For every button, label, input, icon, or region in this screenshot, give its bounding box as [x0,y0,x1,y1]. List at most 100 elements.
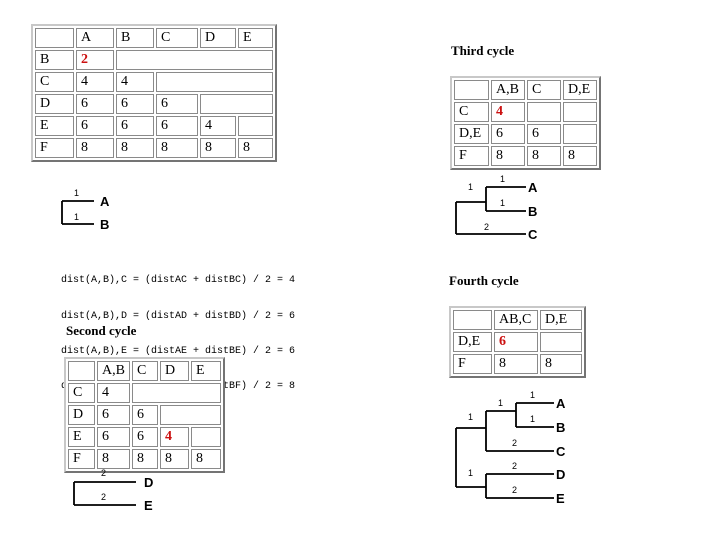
formula-line: dist(A,B),C = (distAC + distBC) / 2 = 4 [61,275,296,287]
leaf-label: A [100,194,110,209]
branch-length-label: 2 [101,468,106,478]
matrix-row: F 8 8 [453,354,582,374]
tree-branch [61,200,94,225]
matrix-col-header: D [200,28,236,48]
matrix-row-header: F [453,354,492,374]
matrix-cell: 4 [97,383,130,403]
matrix-cell: 6 [156,94,198,114]
formula-line: dist(A,B),D = (distAD + distBD) / 2 = 6 [61,310,296,322]
matrix-row: D,E 6 [453,332,582,352]
matrix-row: C 4 [68,383,221,403]
branch-length-label: 1 [74,188,79,198]
section-title-third-cycle: Third cycle [451,43,515,58]
matrix-row: E 6 6 6 4 [35,116,273,136]
matrix-cell: 8 [200,138,236,158]
matrix-row-header: E [35,116,74,136]
matrix-col-header: B [116,28,154,48]
matrix-col-header: A,B [491,80,525,100]
leaf-label: A [556,396,566,411]
tree-branch [73,481,136,506]
matrix-row-header: F [68,449,95,469]
branch-length-label: 2 [512,461,517,471]
matrix-cell: 8 [131,449,158,469]
matrix-cell: 6 [527,124,561,144]
branch-length-label: 1 [530,414,535,424]
distance-matrix-fourth-cycle: AB,C D,E D,E 6 F 8 8 [449,306,586,378]
matrix-row: B 2 [35,50,273,70]
tree-branch [485,410,554,452]
matrix-cell: 8 [116,138,154,158]
leaf-label: A [528,180,538,195]
matrix-cell: 8 [97,449,130,469]
distance-matrix-third-cycle: A,B C D,E C 4 D,E 6 6 F 8 8 8 [450,76,601,170]
branch-length-label: 1 [498,398,503,408]
matrix-col-header: C [156,28,198,48]
matrix-row: E 6 6 4 [68,427,221,447]
leaf-label: B [528,204,537,219]
matrix-col-header: E [238,28,273,48]
matrix-cell: 6 [156,116,198,136]
matrix-corner-cell [68,361,95,381]
leaf-label: D [144,475,153,490]
branch-length-label: 1 [468,468,473,478]
matrix-empty-cell [540,332,582,352]
matrix-row-header: D,E [454,124,489,144]
branch-length-label: 1 [74,212,79,222]
tree-branch [455,201,526,235]
matrix-cell-min: 4 [159,427,189,447]
matrix-cell: 6 [76,116,114,136]
distance-matrix-initial: A B C D E B 2 C 4 4 D 6 6 6 E 6 6 6 [31,24,277,162]
tree-full: 1 1 1 1 2 1 2 2 A B C D E [455,390,566,506]
matrix-row-header: F [454,146,489,166]
branch-length-label: 2 [512,485,517,495]
matrix-cell-min: 2 [76,50,114,70]
matrix-corner-cell [35,28,74,48]
branch-length-label: 1 [500,174,505,184]
matrix-empty-cell [238,116,273,136]
matrix-row-header: D,E [453,332,492,352]
branch-length-label: 2 [512,438,517,448]
matrix-row: C 4 4 [35,72,273,92]
tree-de: 2 2 D E [73,468,153,513]
matrix-cell: 6 [97,405,130,425]
tree-branch [485,186,526,212]
matrix-row-header: C [35,72,74,92]
matrix-col-header: D,E [563,80,597,100]
matrix-cell: 8 [527,146,561,166]
matrix-cell [527,102,561,122]
matrix-corner-cell [453,310,492,330]
matrix-cell: 6 [116,94,154,114]
matrix-cell: 6 [76,94,114,114]
matrix-empty-cell [190,427,221,447]
matrix-cell: 4 [116,72,154,92]
matrix-cell: 6 [131,405,158,425]
tree-branch [485,473,554,499]
leaf-label: E [144,498,153,513]
matrix-row-header: D [68,405,95,425]
matrix-cell: 8 [156,138,198,158]
matrix-row-header: B [35,50,74,70]
matrix-corner-cell [454,80,489,100]
leaf-label: B [556,420,565,435]
formula-line: dist(A,B),E = (distAE + distBE) / 2 = 6 [61,345,296,357]
leaf-label: E [556,491,565,506]
matrix-cell-min: 6 [494,332,538,352]
leaf-label: C [528,227,538,242]
matrix-row-header: C [454,102,489,122]
leaf-label: C [556,444,566,459]
branch-length-label: 1 [468,182,473,192]
section-title-second-cycle: Second cycle [66,323,137,338]
matrix-cell: 4 [76,72,114,92]
matrix-col-header: A,B [97,361,130,381]
matrix-row-header: D [35,94,74,114]
matrix-col-header: C [527,80,561,100]
matrix-header-row: A,B C D,E [454,80,597,100]
branch-length-label: 1 [530,390,535,400]
matrix-cell: 8 [238,138,273,158]
matrix-row: D 6 6 6 [35,94,273,114]
matrix-cell: 8 [159,449,189,469]
matrix-empty-cell [131,383,221,403]
matrix-cell: 8 [540,354,582,374]
matrix-empty-cell [116,50,273,70]
leaf-label: B [100,217,109,232]
